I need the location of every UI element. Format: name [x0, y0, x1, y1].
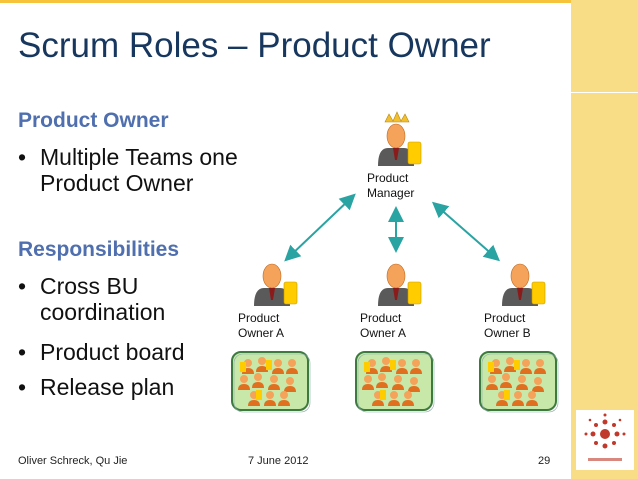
label-line: Product: [238, 311, 280, 325]
bullet-line: coordination: [40, 299, 166, 325]
bullet-line: Product board: [40, 339, 185, 365]
team-group: [356, 352, 434, 412]
bullet-marker: •: [18, 273, 27, 299]
arrow-manager-to-owner-a1: [284, 193, 356, 262]
top-accent-bar: [0, 0, 571, 3]
label-owner-b: Product Owner B: [484, 311, 531, 341]
sunburst-icon: [584, 413, 626, 461]
label-owner-a-1: Product Owner A: [238, 311, 284, 341]
label-line: Product: [360, 311, 402, 325]
bullet-line: Multiple Teams one: [40, 144, 238, 170]
bullet-marker: •: [18, 339, 27, 365]
slide-title: Scrum Roles – Product Owner: [18, 26, 491, 65]
footer-date: 7 June 2012: [248, 455, 309, 467]
owner-figure: [501, 263, 546, 307]
bullet-line: Product Owner: [40, 170, 194, 196]
footer-author: Oliver Schreck, Qu Jie: [18, 455, 128, 467]
label-line: Product: [484, 311, 526, 325]
label-owner-a-2: Product Owner A: [360, 311, 406, 341]
product-manager-figure: [377, 111, 422, 167]
section-heading-responsibilities: Responsibilities: [18, 238, 180, 261]
label-line: Manager: [367, 186, 415, 200]
team-group: [232, 352, 310, 412]
scrum-gathering-logo: [576, 410, 634, 470]
label-line: Owner A: [238, 326, 285, 340]
label-product-manager: Product Manager: [367, 171, 414, 201]
section-heading-product-owner: Product Owner: [18, 109, 169, 132]
team-group: [480, 352, 558, 412]
side-panel-divider: [571, 92, 638, 93]
bullet-marker: •: [18, 374, 27, 400]
bullet-line: Release plan: [40, 374, 175, 400]
label-line: Owner A: [360, 326, 407, 340]
owner-figure: [377, 263, 422, 307]
label-line: Product: [367, 171, 409, 185]
owner-figure: [253, 263, 298, 307]
label-line: Owner B: [484, 326, 531, 340]
bullet-marker: •: [18, 144, 27, 170]
bullet-line: Cross BU: [40, 273, 139, 299]
arrow-manager-to-owner-b: [431, 201, 501, 262]
side-panel: [571, 0, 638, 479]
footer-page-number: 29: [538, 455, 551, 467]
